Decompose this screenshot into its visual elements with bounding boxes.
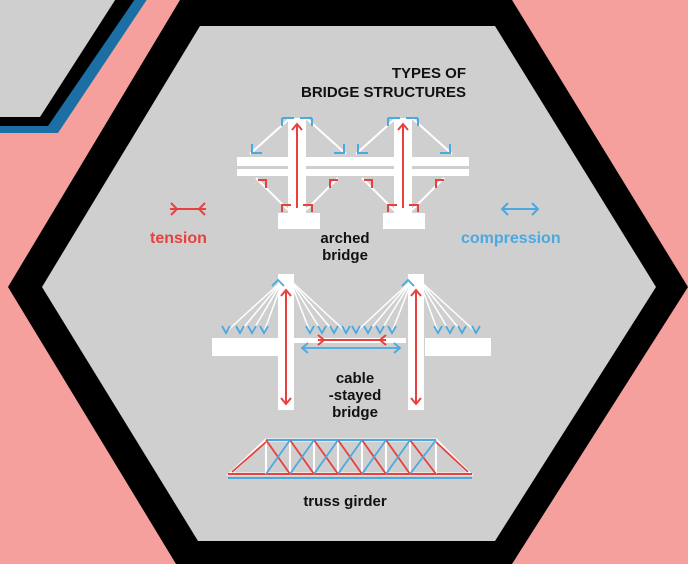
compression-mark (471, 325, 481, 335)
arched-deck (237, 157, 469, 166)
title-line-1: TYPES OF (391, 65, 466, 82)
compression-mark (235, 325, 245, 335)
arched-brace (355, 117, 397, 155)
stay-cable (289, 279, 335, 333)
tension-mark (303, 204, 313, 212)
compression-mark (300, 342, 309, 354)
truss-girder-caption: truss girder (280, 493, 410, 510)
truss-diagonal (265, 439, 291, 475)
arched-footing-right (383, 213, 425, 229)
compression-mark (334, 144, 345, 154)
caption-line: cable (335, 370, 375, 387)
stay-cable (225, 279, 284, 333)
truss-diagonal (313, 439, 339, 475)
truss-girder (226, 438, 474, 479)
tension-mark (280, 288, 292, 297)
compression-mark (329, 325, 339, 335)
truss-end-diagonal (435, 441, 469, 473)
tension-mark (258, 179, 267, 188)
arched-bridge-caption: arched bridge (310, 230, 380, 264)
tension-mark (409, 204, 419, 212)
truss-diagonal (337, 439, 363, 475)
truss-diagonal (361, 439, 387, 475)
stay-cable (289, 279, 311, 333)
stay-cable (367, 279, 413, 333)
stay-cable (263, 279, 284, 333)
tension-mark (378, 334, 387, 346)
cable-stayed-bridge (212, 274, 491, 410)
stay-cable (379, 279, 413, 333)
caption-line: bridge (332, 404, 378, 421)
stay-cable (418, 279, 439, 333)
tension-label: tension (150, 230, 207, 247)
corner-panel (0, 0, 116, 117)
cable-stayed-bridge-caption: cable -stayed bridge (315, 370, 395, 421)
arched-brace (249, 117, 291, 155)
truss-diagonal (289, 439, 315, 475)
cable-deck-right (425, 338, 491, 356)
compression-mark (259, 325, 269, 335)
compression-mark (251, 144, 262, 154)
tension-mark (435, 179, 444, 188)
compression-mark (440, 144, 451, 154)
stay-cable (289, 279, 347, 333)
compression-mark (363, 325, 373, 335)
compression-mark (401, 278, 415, 287)
tension-mark (281, 204, 291, 212)
tension-mark (397, 122, 409, 131)
cable-deck-left (212, 338, 278, 356)
tension-mark (410, 397, 422, 406)
truss-diagonal (409, 439, 437, 475)
arched-deck-lower (237, 169, 469, 176)
compression-mark (457, 325, 467, 335)
compression-label: compression (461, 230, 561, 247)
truss-diagonal (385, 439, 411, 475)
tension-mark (410, 288, 422, 297)
compression-mark (341, 325, 351, 335)
caption-line: arched (320, 230, 370, 247)
stay-cable (355, 279, 413, 333)
diagram-title: TYPES OF BRIDGE STRUCTURES (258, 64, 466, 102)
compression-mark (393, 342, 402, 354)
stay-cable (239, 279, 284, 333)
hexagon-panel (42, 26, 656, 541)
arched-bridge (237, 117, 469, 229)
stay-cable (289, 279, 323, 333)
tension-mark (291, 122, 303, 131)
tension-icon (170, 202, 206, 216)
caption-line: bridge (322, 247, 368, 264)
tension-mark (317, 334, 326, 346)
tension-mark (280, 397, 292, 406)
truss-end-diagonal (231, 441, 267, 473)
compression-mark (221, 325, 231, 335)
compression-mark (305, 325, 315, 335)
compression-mark (271, 278, 285, 287)
compression-mark (445, 325, 455, 335)
tension-mark (329, 179, 338, 188)
title-line-2: BRIDGE STRUCTURES (300, 84, 466, 101)
compression-mark (247, 325, 257, 335)
caption-line: truss girder (303, 493, 387, 510)
compression-mark (351, 325, 361, 335)
compression-mark (433, 325, 443, 335)
stay-cable (418, 279, 463, 333)
compression-mark (317, 325, 327, 335)
tension-mark (364, 179, 373, 188)
stay-cable (418, 279, 451, 333)
arched-footing-left (278, 213, 320, 229)
stay-cable (251, 279, 284, 333)
compression-mark (387, 325, 397, 335)
tension-mark (387, 204, 397, 212)
caption-line: -stayed (328, 387, 382, 404)
compression-icon (500, 202, 540, 216)
compression-mark (357, 144, 368, 154)
compression-mark (375, 325, 385, 335)
stay-cable (418, 279, 477, 333)
stay-cable (391, 279, 413, 333)
